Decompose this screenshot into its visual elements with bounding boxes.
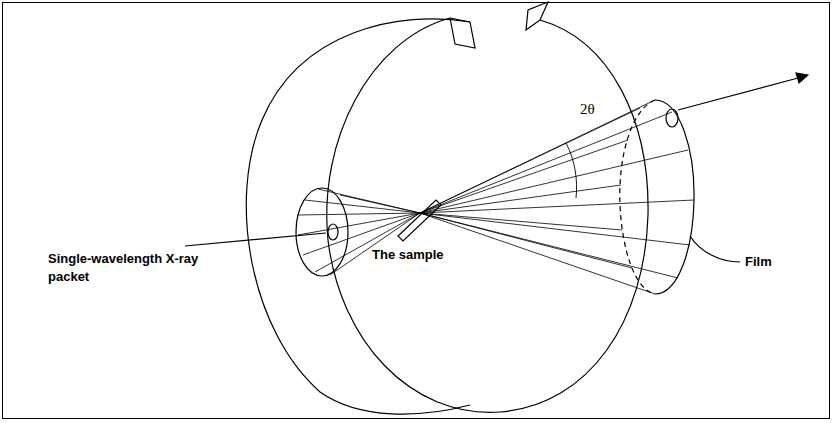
entrance-hole bbox=[328, 224, 338, 240]
angle-arc bbox=[566, 143, 577, 198]
beam-label: Single-wavelength X-ray packet bbox=[48, 250, 208, 286]
sample-label: The sample bbox=[372, 246, 444, 264]
leader-line bbox=[185, 233, 326, 246]
film-flap bbox=[526, 2, 548, 30]
cone-base bbox=[655, 100, 694, 294]
leader-line bbox=[690, 236, 740, 262]
beam-arrow bbox=[678, 78, 798, 110]
film-back-edge bbox=[246, 19, 470, 414]
exit-hole bbox=[666, 109, 678, 127]
angle-label: 2θ bbox=[580, 100, 595, 118]
frame-border bbox=[2, 2, 830, 419]
forward-diffraction-cone bbox=[420, 100, 694, 294]
cone-base bbox=[296, 188, 348, 276]
film-label: Film bbox=[745, 253, 772, 271]
film-front-edge bbox=[327, 18, 648, 412]
film-slit bbox=[450, 18, 470, 22]
film-flap bbox=[450, 18, 475, 48]
arrow-head bbox=[796, 73, 808, 83]
